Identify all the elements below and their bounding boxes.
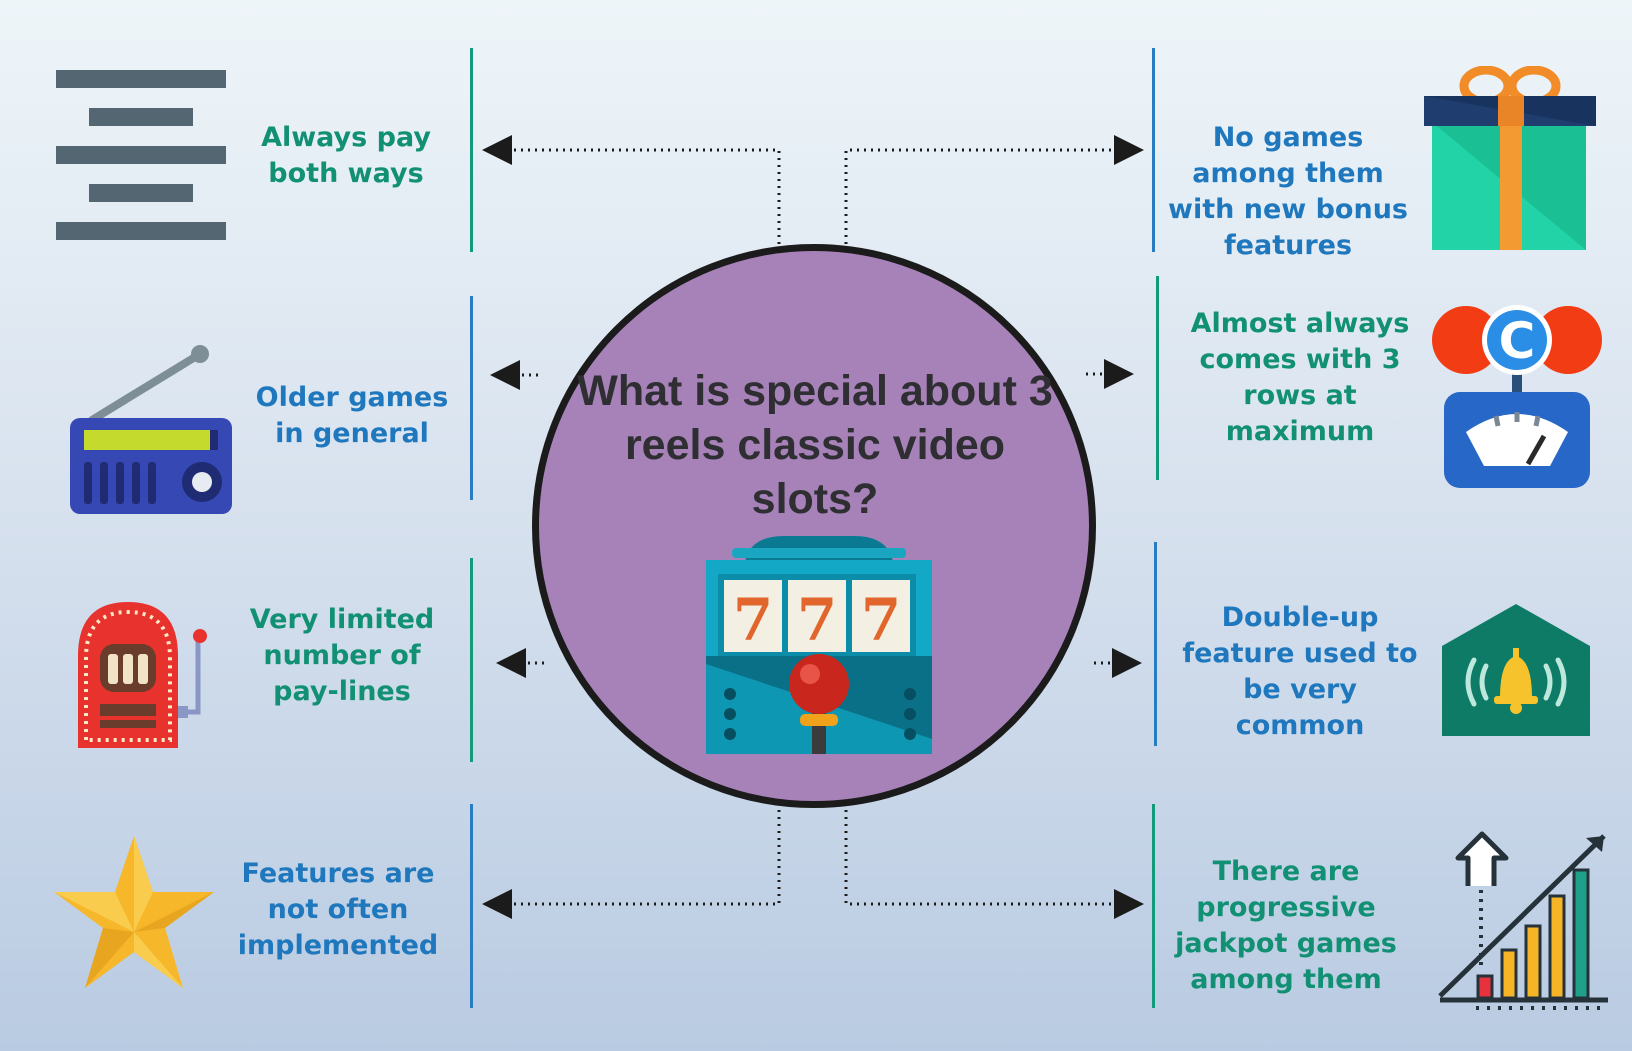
svg-text:7: 7	[797, 586, 837, 654]
connector-bottom-left	[482, 810, 781, 919]
feature-left-3-label: Very limited number of pay-lines	[249, 604, 435, 707]
slot-machine-icon: 7 7 7	[706, 536, 932, 754]
feature-left-2-label: Older games in general	[255, 382, 449, 449]
divider-right-1	[1152, 48, 1155, 252]
feature-right-3-label: Double-up feature used to be very common	[1182, 602, 1418, 741]
divider-left-1	[470, 48, 473, 252]
divider-left-2	[470, 296, 473, 500]
svg-text:7: 7	[861, 586, 901, 654]
alarm-bell-icon	[1442, 604, 1590, 736]
divider-right-2	[1156, 276, 1159, 480]
connector-top-right	[844, 135, 1144, 244]
center-question: What is special about 3 reels classic vi…	[577, 367, 1053, 523]
divider-left-3	[470, 558, 473, 762]
radio-icon	[70, 345, 232, 514]
feature-right-1-label: No games among them with new bonus featu…	[1168, 122, 1408, 261]
gift-box-icon	[1424, 66, 1596, 250]
gauge-icon: C	[1432, 305, 1602, 488]
divider-right-4	[1152, 804, 1155, 1008]
svg-text:7: 7	[733, 586, 773, 654]
feature-left-1-label: Always pay both ways	[261, 122, 431, 189]
star-icon	[54, 836, 214, 988]
growth-chart-icon	[1438, 831, 1608, 1010]
connector-bottom-right	[844, 810, 1144, 919]
feature-right-4-label: There are progressive jackpot games amon…	[1175, 856, 1397, 995]
align-lines-icon	[56, 70, 226, 240]
divider-right-3	[1154, 542, 1157, 746]
svg-text:C: C	[1499, 312, 1536, 370]
connector-top-left	[482, 135, 781, 244]
feature-right-2-label: Almost always comes with 3 rows at maxim…	[1190, 308, 1410, 447]
divider-left-4	[470, 804, 473, 1008]
feature-left-4-label: Features are not often implemented	[237, 858, 439, 961]
jukebox-icon	[78, 602, 207, 748]
